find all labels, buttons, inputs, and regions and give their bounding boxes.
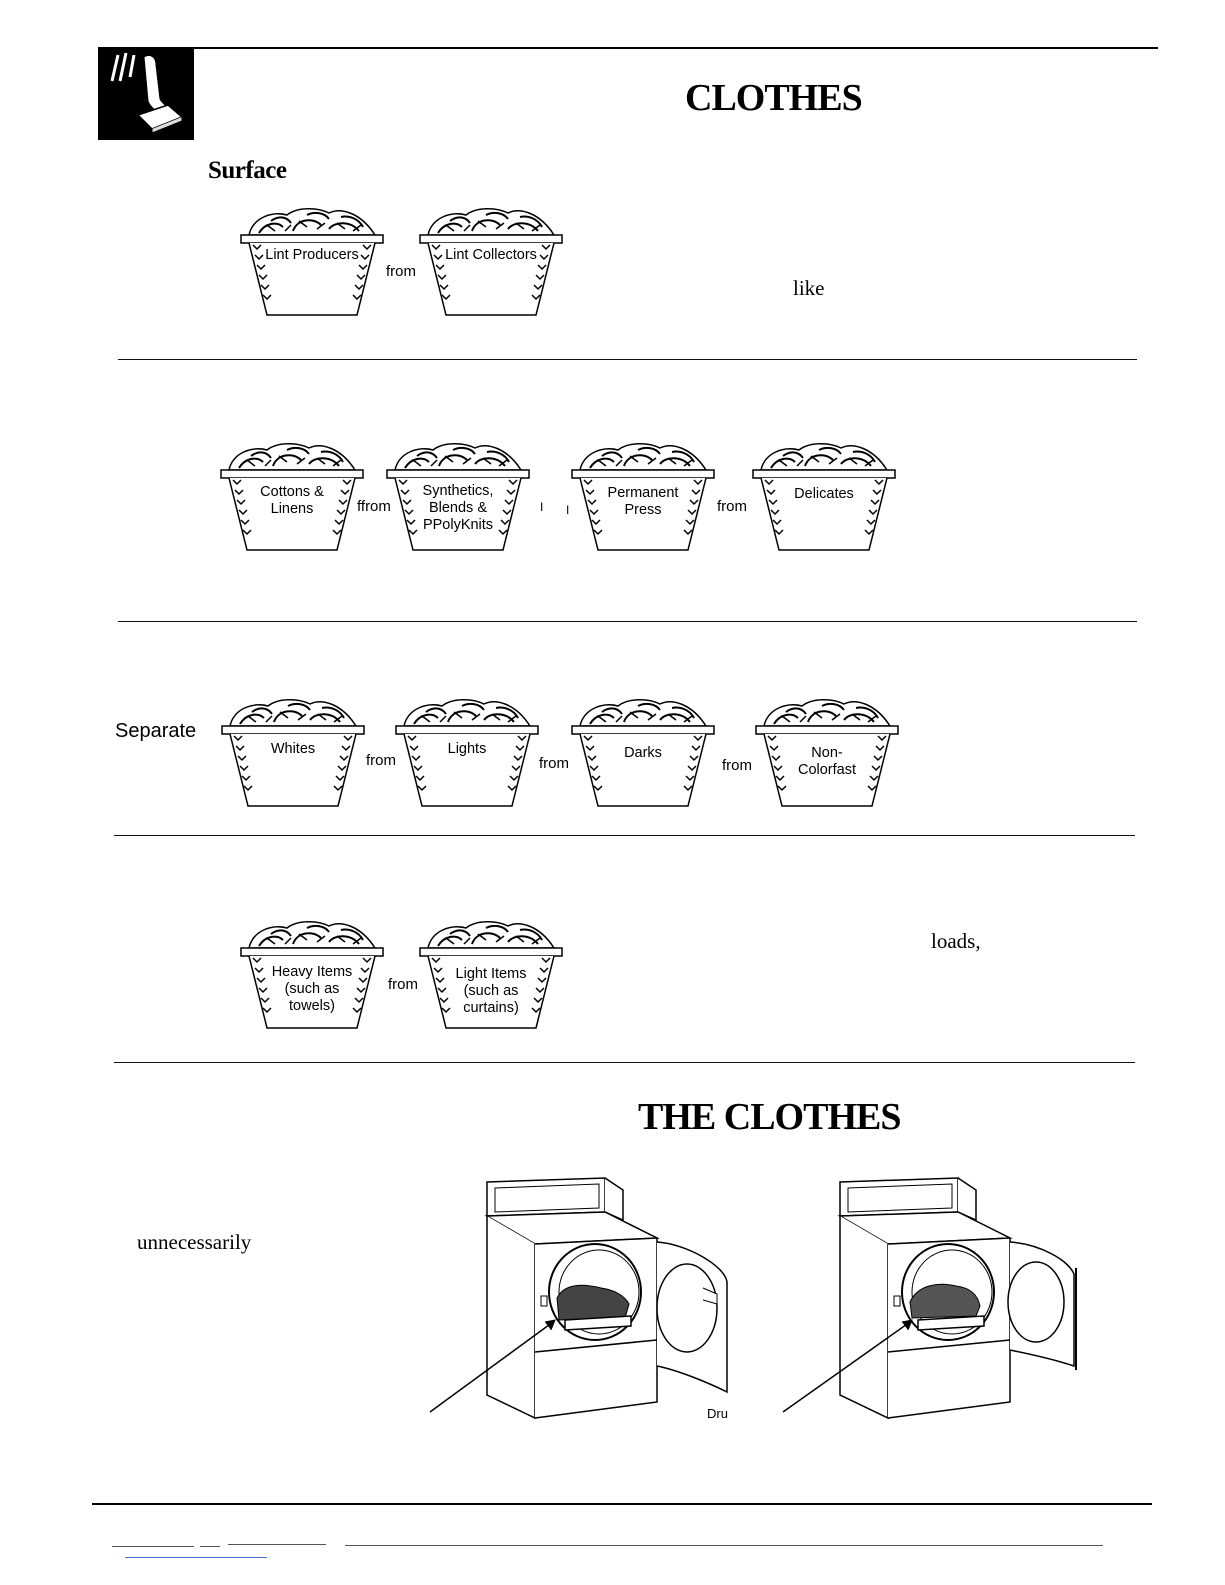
- header-rule: [98, 47, 1158, 49]
- basket-permanent-press: Permanent Press: [568, 440, 718, 552]
- footer-rule-fragment: [112, 1546, 194, 1547]
- basket-lights: Lights: [392, 696, 542, 808]
- dryer-icon: [782, 1177, 1077, 1420]
- section-divider: [114, 1062, 1135, 1063]
- basket-light-items: Light Items (such as curtains): [416, 918, 566, 1030]
- basket-label: Heavy Items (such as towels): [271, 964, 353, 1014]
- from-label: ffrom: [357, 498, 391, 515]
- basket-label: Lights: [447, 741, 487, 757]
- basket-label: Lint Producers: [265, 247, 359, 263]
- stray-mark: I: [566, 503, 570, 517]
- from-label: from: [722, 757, 752, 774]
- from-label: from: [539, 755, 569, 772]
- basket-lint-producers: Lint Producers: [237, 205, 387, 317]
- laundry-basket-icon: [240, 208, 384, 316]
- basket-label: Lint Collectors: [445, 247, 537, 263]
- basket-label: Darks: [624, 745, 662, 761]
- laundry-basket-icon: [240, 921, 384, 1029]
- weight-note: loads,: [931, 929, 981, 953]
- dryer-illustration-correct-load: [425, 1170, 745, 1425]
- loading-note: unnecessarily: [137, 1230, 252, 1254]
- stray-mark: I: [540, 500, 544, 514]
- footer-rule-fragment: [200, 1546, 220, 1547]
- basket-label: Cottons & Linens: [260, 484, 324, 517]
- from-label: from: [388, 976, 418, 993]
- separate-label: Separate: [115, 720, 197, 742]
- surface-note: like: [793, 276, 825, 300]
- basket-label: Delicates: [794, 486, 854, 502]
- section-divider: [114, 835, 1135, 836]
- basket-label: Synthetics, Blends & PPolyKnits: [422, 483, 494, 533]
- page-title: CLOTHES: [685, 77, 863, 119]
- laundry-basket-icon: [220, 443, 364, 551]
- basket-lint-collectors: Lint Collectors: [416, 205, 566, 317]
- basket-label: Non- Colorfast: [797, 745, 857, 778]
- footer-rule: [92, 1503, 1152, 1505]
- from-label: from: [386, 263, 416, 280]
- basket-whites: Whites: [218, 696, 368, 808]
- basket-synthetics: Synthetics, Blends & PPolyKnits: [383, 440, 533, 552]
- section-divider: [118, 359, 1137, 360]
- basket-label: Permanent Press: [607, 485, 679, 518]
- laundry-basket-icon: [395, 699, 539, 807]
- laundry-basket-icon: [755, 699, 899, 807]
- basket-delicates: Delicates: [749, 440, 899, 552]
- footer-rule-fragment: [345, 1545, 1103, 1546]
- hand-pressing-button-icon: [98, 47, 194, 140]
- from-label: from: [717, 498, 747, 515]
- from-label: from: [366, 752, 396, 769]
- laundry-basket-icon: [571, 443, 715, 551]
- basket-label: Light Items (such as curtains): [455, 966, 527, 1016]
- basket-darks: Darks: [568, 696, 718, 808]
- basket-non-colorfast: Non- Colorfast: [752, 696, 902, 808]
- laundry-basket-icon: [752, 443, 896, 551]
- laundry-basket-icon: [386, 443, 530, 551]
- loading-heading: THE CLOTHES: [638, 1096, 901, 1138]
- drum-caption: Dru: [707, 1406, 728, 1421]
- laundry-basket-icon: [571, 699, 715, 807]
- footer-link-underline: [125, 1557, 267, 1558]
- dryer-icon: [429, 1177, 728, 1420]
- laundry-basket-icon: [419, 208, 563, 316]
- section-divider: [118, 621, 1137, 622]
- basket-label: Whites: [270, 741, 316, 757]
- footer-rule-fragment: [228, 1544, 326, 1545]
- laundry-basket-icon: [419, 921, 563, 1029]
- surface-heading: Surface: [208, 157, 287, 184]
- basket-cottons-linens: Cottons & Linens: [217, 440, 367, 552]
- basket-heavy-items: Heavy Items (such as towels): [237, 918, 387, 1030]
- laundry-basket-icon: [221, 699, 365, 807]
- dryer-illustration-overloaded: [778, 1170, 1088, 1425]
